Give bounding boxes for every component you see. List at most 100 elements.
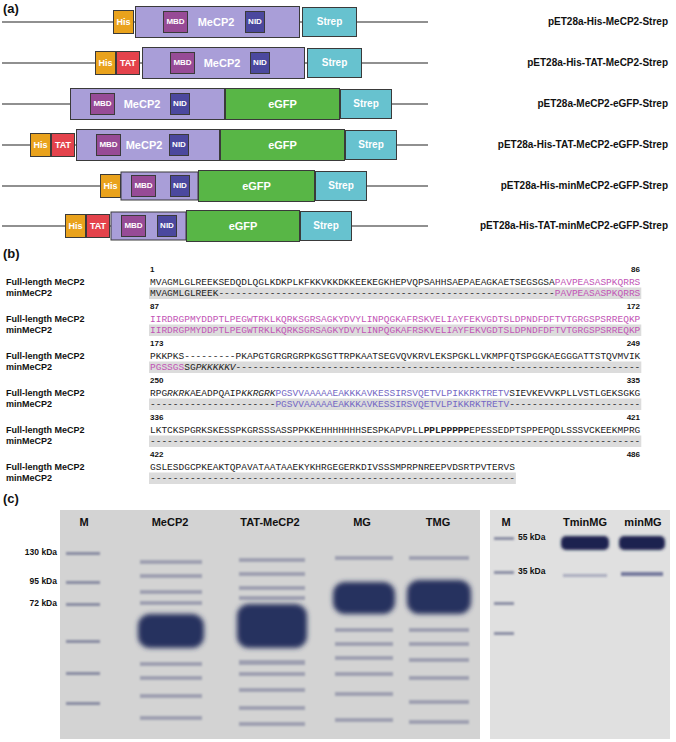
sequence-segment: PGSSGS (150, 362, 184, 373)
sequence-segment: PKKKKKV (196, 362, 236, 373)
gel-band (563, 574, 607, 577)
domain-label: eGFP (229, 221, 258, 232)
shading-bar (149, 362, 641, 374)
domain-label: Strep (322, 58, 348, 68)
domain-label: TAT (55, 141, 71, 150)
gel-band (409, 700, 469, 704)
sequence-segment: AEADPQAIP (190, 388, 241, 399)
faint-bands (563, 572, 663, 577)
construct-backbones (2, 22, 428, 226)
sequence-name: minMeCP2 (6, 325, 52, 336)
sequence-name: Full-length MeCP2 (6, 277, 85, 288)
marker-size: 35 kDa (518, 567, 545, 576)
mecp2-domain-box: MeCP2MBDNID (70, 88, 225, 120)
his-tag-box: His (100, 174, 121, 198)
sequence-segment: PKAPGTGRGRGRPKGSGTTRPKAATSEGVQVKRVLEKSPG… (236, 351, 641, 362)
domain-label: His (33, 141, 47, 150)
gel-band (140, 560, 202, 564)
tat-peptide-box: TAT (51, 133, 75, 157)
domain-label: MBD (173, 59, 191, 67)
gel-band (239, 596, 305, 600)
lane-label: MeCP2 (152, 516, 189, 528)
nid-domain-box: NID (250, 52, 270, 74)
sequence-segment: --------- (184, 351, 235, 362)
mbd-domain-box: MBD (170, 52, 195, 74)
shading-bar (149, 288, 641, 300)
construct-name: pET28a-His-MeCP2-Strep (548, 16, 668, 27)
residue-number: 335 (627, 377, 640, 386)
protein-band (561, 536, 609, 550)
domain-label: MBD (93, 100, 111, 108)
gel-band (140, 716, 202, 720)
sequence-segment: MVAGMLGLREEK (150, 288, 218, 299)
gel-band (140, 676, 202, 680)
construct-name: pET28a-MeCP2-eGFP-Strep (537, 98, 668, 109)
construct-name: pET28a-His-TAT-minMeCP2-eGFP-Strep (480, 220, 668, 231)
domain-label: eGFP (268, 99, 297, 110)
sequence-segment: PKKPKS (150, 351, 184, 362)
domain-label: NID (248, 18, 262, 26)
strep-tag-box: Strep (345, 130, 397, 160)
residue-number: 422 (150, 451, 163, 460)
panel-label: (a) (3, 2, 19, 16)
gel-band (335, 718, 393, 722)
marker-band (66, 672, 100, 675)
gel-background (490, 510, 670, 739)
main-bands (138, 580, 471, 648)
domain-label: His (68, 222, 82, 231)
gel-band (335, 556, 393, 560)
mecp2-domain-box: MeCP2MBDNID (135, 6, 300, 38)
residue-number: 172 (627, 303, 640, 312)
his-tag-box: His (30, 133, 51, 157)
marker-size: 95 kDa (30, 577, 57, 586)
strep-tag-box: Strep (340, 89, 392, 119)
domain-label: MeCP2 (124, 99, 161, 110)
strep-tag-box: Strep (315, 171, 367, 201)
minmecp2-box (111, 212, 186, 240)
domain-label: MBD (124, 222, 142, 230)
gel-band (335, 642, 393, 646)
panel-label: (b) (3, 247, 20, 261)
residue-number: 486 (627, 451, 640, 460)
domain-label: MBD (166, 18, 184, 26)
sequence-segment: ----------------------------------------… (150, 473, 515, 484)
domain-label: Strep (353, 99, 379, 109)
construct-name: pET28a-His-minMeCP2-eGFP-Strep (501, 180, 668, 191)
domain-label: NID (172, 141, 186, 149)
sequence-name: Full-length MeCP2 (6, 388, 85, 399)
protein-band (138, 614, 204, 648)
marker-band (66, 603, 100, 606)
sequence-name: Full-length MeCP2 (6, 351, 85, 362)
gel-band (335, 656, 393, 660)
domain-label: Strep (313, 221, 339, 231)
sequence-name: minMeCP2 (6, 288, 52, 299)
gel-band (239, 672, 305, 676)
domain-label: TAT (120, 59, 136, 68)
panel-label: (c) (3, 492, 19, 506)
shading-bar (149, 473, 516, 485)
gel-band (239, 722, 305, 726)
lane-label: MG (353, 516, 371, 528)
sequence-name: Full-length MeCP2 (6, 425, 85, 436)
sequence-name: Full-length MeCP2 (6, 314, 85, 325)
domain-label: MeCP2 (126, 140, 163, 151)
egfp-box: eGFP (186, 210, 300, 242)
mbd-domain-box: MBD (121, 215, 146, 237)
strep-tag-box: Strep (302, 7, 357, 37)
lane-label: M (501, 516, 510, 528)
domain-label: Strep (317, 17, 343, 27)
gel-band (409, 556, 469, 560)
marker-band (494, 537, 514, 540)
sequence-segment: ----------------------------------------… (236, 362, 641, 373)
sequence-name: minMeCP2 (6, 362, 52, 373)
domain-label: Strep (328, 181, 354, 191)
gel-band (239, 706, 305, 710)
nid-domain-box: NID (157, 215, 177, 237)
shading-bar (149, 399, 641, 411)
protein-band (407, 580, 471, 614)
mbd-domain-box: MBD (131, 175, 156, 197)
gel-band (621, 572, 663, 576)
domain-label: eGFP (268, 140, 297, 151)
shading-bar (149, 436, 641, 448)
